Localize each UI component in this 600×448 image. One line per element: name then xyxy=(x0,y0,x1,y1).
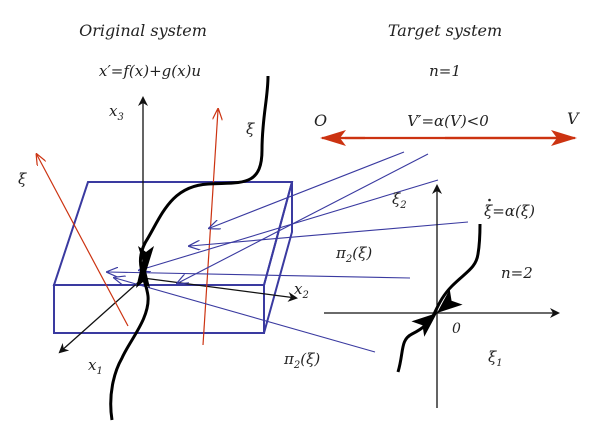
projection-arrow-6 xyxy=(115,278,376,353)
projection-arrow-5 xyxy=(108,272,411,279)
state-space-box xyxy=(52,181,294,334)
xi-trajectory-curve xyxy=(109,75,270,421)
projection-arrow-2 xyxy=(178,153,429,283)
xi2-label: ξ2 xyxy=(392,190,407,211)
origin-label: O xyxy=(314,111,327,130)
control-system-equation: x′=f(x)+g(x)u xyxy=(99,62,201,80)
projection-arrow-1 xyxy=(210,151,405,228)
xi-curve-label: ξ xyxy=(246,120,255,138)
x3-label: x3 xyxy=(109,102,124,123)
n2-label: n=2 xyxy=(501,264,533,282)
projection-arrow-3 xyxy=(190,221,469,246)
curve-arrowhead-down xyxy=(138,246,154,272)
n1-label: n=1 xyxy=(429,62,461,80)
xi1-label: ξ1 xyxy=(488,348,503,369)
v-label: V xyxy=(567,109,580,128)
v-equation: V′=α(V)<0 xyxy=(407,112,489,130)
projection-arrow-4 xyxy=(140,179,439,270)
xi-dot-mark xyxy=(488,198,491,202)
projection-label-upper: π2(ξ) xyxy=(335,244,372,265)
x2-label: x2 xyxy=(294,280,309,301)
box-front-face xyxy=(53,284,265,334)
phase-arrowhead-upper xyxy=(437,289,463,313)
xi-left-label: ξ xyxy=(18,170,27,188)
phase-arrowhead-lower xyxy=(411,313,437,337)
x1-axis xyxy=(58,277,144,354)
xi-red-arrow-left xyxy=(37,155,129,327)
right-title: Target system xyxy=(388,21,502,40)
phase-trajectory-curve xyxy=(396,223,482,373)
left-title: Original system xyxy=(79,21,207,40)
zero-label: 0 xyxy=(452,321,461,337)
curve-arrowhead-up xyxy=(136,258,150,288)
xi-dot-equation: ξ=α(ξ) xyxy=(484,202,535,220)
x1-label: x1 xyxy=(88,356,103,377)
projection-arrows xyxy=(108,151,469,353)
box-right-face xyxy=(263,181,293,334)
projection-label-lower: π2(ξ) xyxy=(283,350,320,371)
x2-axis xyxy=(142,277,298,302)
